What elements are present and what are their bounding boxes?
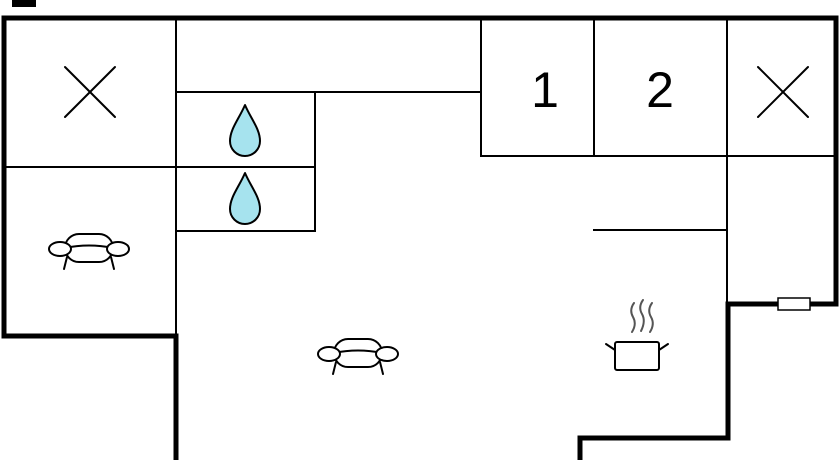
cross-icon [64,66,116,118]
room-label-1: 1 [531,62,559,118]
sofa-icon [48,233,130,270]
plan-corner-mark [12,0,36,7]
cooking-pot-icon [605,299,669,371]
water-drop-icon [229,172,261,225]
sofa-icon [317,338,399,375]
outer-wall-lower [1,333,179,460]
outer-wall [1,15,839,460]
water-drop-icon [229,104,261,157]
interior-walls [3,17,837,337]
room-label-2: 2 [646,62,674,118]
radiator-icon [777,297,811,311]
cross-icon [757,66,809,118]
